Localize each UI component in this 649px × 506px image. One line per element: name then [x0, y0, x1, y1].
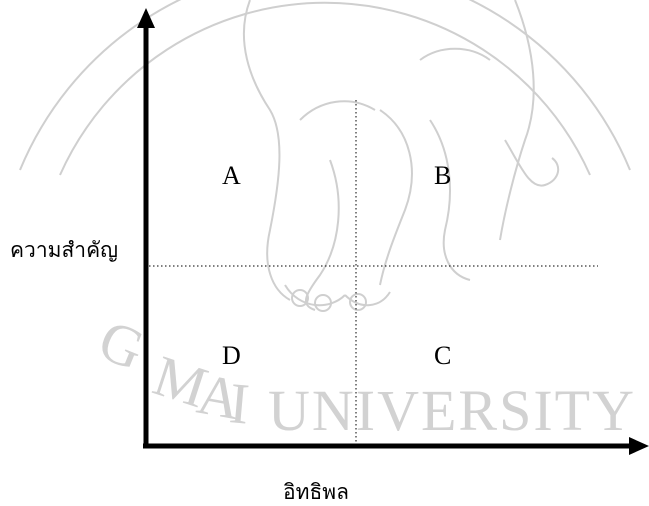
quadrant-label-d: D — [222, 341, 241, 370]
watermark-arc-text: I — [227, 370, 254, 437]
quadrant-label-c: C — [434, 341, 452, 370]
watermark-seal: G M A I UNIVERSITY — [19, 0, 636, 443]
x-axis-label: อิทธิพล — [283, 480, 349, 504]
y-axis-arrow-icon — [137, 8, 155, 28]
seal-ring-arc — [19, 0, 631, 171]
y-axis-label: ความสำคัญ — [10, 238, 119, 262]
quadrant-label-b: B — [434, 161, 452, 190]
x-axis-arrow-icon — [629, 437, 649, 455]
watermark-arc-text: UNIVERSITY — [268, 378, 636, 443]
elephant-icon — [242, 0, 560, 312]
quadrant-label-a: A — [222, 161, 241, 190]
